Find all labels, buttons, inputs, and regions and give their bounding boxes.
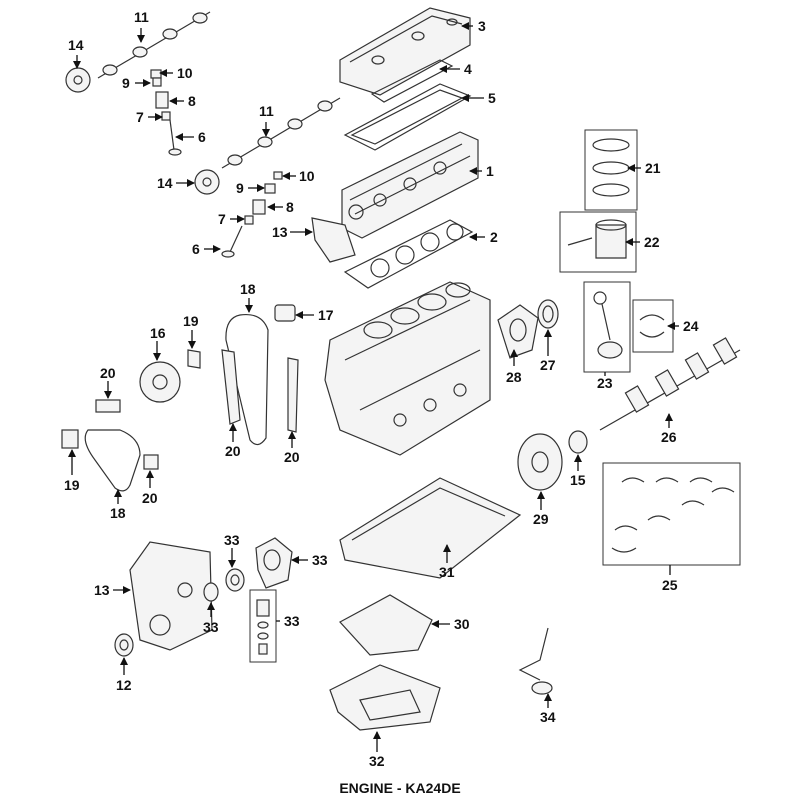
callout-33-gear: 33 (203, 619, 219, 635)
camshaft-lower (221, 97, 341, 169)
callout-3: 3 (478, 18, 486, 34)
diagram-caption: ENGINE - KA24DE (339, 780, 460, 796)
timing-cover-bracket (311, 217, 356, 263)
callout-7-lower: 7 (218, 211, 226, 227)
callout-32: 32 (369, 753, 385, 769)
callout-20-chain-right: 20 (284, 449, 300, 465)
oil-pickup (518, 627, 553, 695)
callout-8-upper: 8 (188, 93, 196, 109)
rear-main-seal (537, 299, 559, 329)
oil-pump-gear-small (203, 582, 219, 602)
cam-sprocket-upper (65, 67, 91, 93)
oil-pan-lower (329, 664, 441, 731)
callout-6-upper: 6 (198, 129, 206, 145)
chain-guide-20-lower (143, 454, 159, 470)
chain-guide-20a (221, 349, 241, 425)
rod-bearings (632, 299, 674, 353)
callout-13-lower: 13 (94, 582, 110, 598)
callout-9-lower: 9 (236, 180, 244, 196)
head-gasket (343, 219, 474, 289)
piston (559, 211, 637, 273)
callout-20-chain-left: 20 (225, 443, 241, 459)
callout-28: 28 (506, 369, 522, 385)
callout-11-lower: 11 (259, 103, 274, 119)
valve-cover (339, 7, 471, 96)
callout-20-lower: 20 (142, 490, 158, 506)
callout-31: 31 (439, 564, 455, 580)
tensioner-19-lower (61, 429, 79, 449)
callout-33-seal: 33 (224, 532, 240, 548)
piston-rings (584, 129, 638, 211)
callout-9-upper: 9 (122, 75, 130, 91)
callout-labels: 3 4 5 1 2 11 14 10 9 8 7 6 11 14 10 9 8 … (64, 9, 699, 769)
front-crank-seal (114, 633, 134, 657)
leader-lines (68, 22, 679, 752)
callout-33-valve: 33 (284, 613, 300, 629)
callout-18-lower: 18 (110, 505, 126, 521)
callout-21: 21 (645, 160, 661, 176)
callout-13-upper: 13 (272, 224, 288, 240)
callout-16: 16 (150, 325, 166, 341)
callout-30: 30 (454, 616, 470, 632)
callout-24: 24 (683, 318, 699, 334)
oil-pan-upper (339, 477, 522, 579)
camshaft-upper (97, 11, 211, 79)
callout-33-pump: 33 (312, 552, 328, 568)
callout-27: 27 (540, 357, 556, 373)
timing-chain-18-upper (225, 313, 269, 446)
valve-lifter-lower (221, 171, 283, 258)
main-bearings (602, 462, 741, 566)
cam-sprocket-lower (194, 169, 220, 195)
relief-valve-kit (249, 589, 277, 663)
chain-guide-20-small (95, 399, 121, 413)
callout-1: 1 (486, 163, 494, 179)
callout-5: 5 (488, 90, 496, 106)
cylinder-head (341, 131, 479, 239)
callout-20-upper-left: 20 (100, 365, 116, 381)
chain-guide-20b (287, 357, 299, 433)
chain-guide-19-bracket (187, 349, 201, 369)
callout-19-lower: 19 (64, 477, 80, 493)
valve-lifter-upper (150, 69, 182, 156)
callout-2: 2 (490, 229, 498, 245)
callout-11-upper: 11 (134, 9, 149, 25)
callout-4: 4 (464, 61, 472, 77)
callout-14-upper: 14 (68, 37, 84, 53)
seal-retainer (497, 304, 539, 359)
callout-12: 12 (116, 677, 132, 693)
crankshaft (599, 337, 741, 431)
callout-19-upper: 19 (183, 313, 199, 329)
callout-25: 25 (662, 577, 678, 593)
callout-15: 15 (570, 472, 586, 488)
engine-block (324, 281, 491, 456)
front-timing-cover (129, 541, 213, 651)
callout-6-lower: 6 (192, 241, 200, 257)
callout-26: 26 (661, 429, 677, 445)
cover-gasket (370, 59, 454, 103)
callout-29: 29 (533, 511, 549, 527)
callout-18-upper: 18 (240, 281, 256, 297)
oil-pump-seal (225, 568, 245, 592)
callout-8-lower: 8 (286, 199, 294, 215)
timing-tensioner-17 (274, 304, 296, 322)
oil-baffle (339, 594, 433, 656)
connecting-rod (583, 281, 631, 373)
callout-10-lower: 10 (299, 168, 315, 184)
callout-14-lower: 14 (157, 175, 173, 191)
oil-pump-body (255, 537, 293, 589)
callout-23: 23 (597, 375, 613, 391)
callout-10-upper: 10 (177, 65, 193, 81)
crankshaft-pulley (517, 433, 563, 491)
timing-chain-18-lower (84, 429, 141, 492)
callout-34: 34 (540, 709, 556, 725)
crank-gear (568, 430, 588, 454)
callout-7-upper: 7 (136, 109, 144, 125)
callout-17: 17 (318, 307, 334, 323)
crank-sprocket-16 (139, 361, 181, 403)
callout-22: 22 (644, 234, 660, 250)
